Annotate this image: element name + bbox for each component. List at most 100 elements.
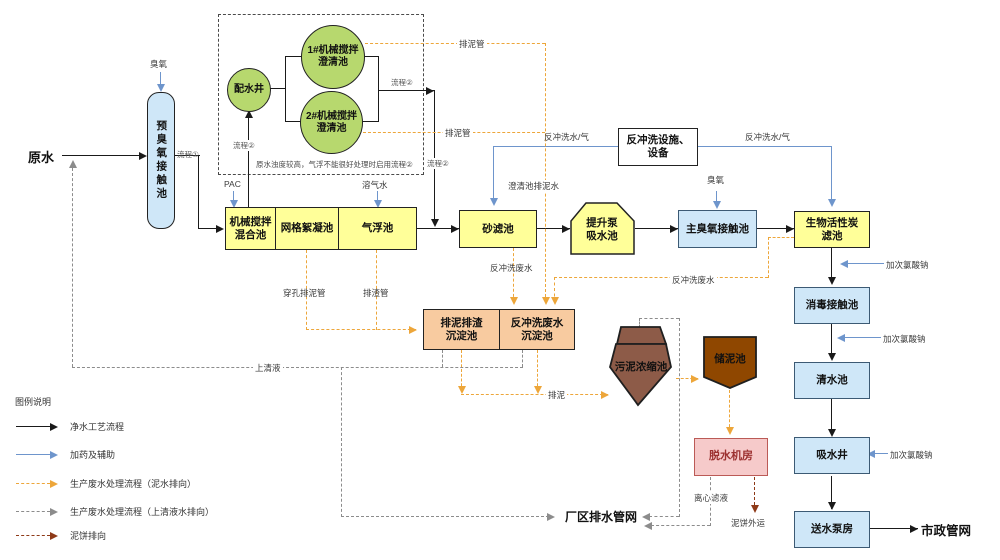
connector [729, 390, 730, 432]
connector [513, 248, 514, 302]
clarifier-1: 1#机械搅拌澄清池 [301, 25, 365, 89]
connector [198, 228, 220, 229]
connector [831, 248, 832, 283]
arrowhead [374, 200, 382, 208]
connector [378, 56, 379, 122]
connector [874, 453, 888, 454]
connector [537, 228, 570, 229]
backwash-facility: 反冲洗设施、设备 [618, 128, 698, 166]
arrowhead [828, 353, 836, 361]
connector [831, 476, 832, 509]
arrowhead [426, 87, 434, 95]
legend-item-chemical: 加药及辅助 [16, 448, 115, 461]
connector [768, 237, 769, 278]
connector [537, 350, 538, 391]
connector [844, 337, 881, 338]
mud-pipe-label-2: 排泥管 [443, 127, 473, 139]
arrowhead [490, 198, 498, 206]
dewatering-room: 脱水机房 [694, 438, 768, 476]
connector [554, 277, 555, 302]
connector [768, 237, 794, 238]
arrowhead [216, 225, 224, 233]
connector [341, 367, 342, 517]
lift-pump-label-box: 提升泵吸水池 [586, 217, 618, 242]
main-ozone-contact-tank: 主臭氧接触池 [678, 210, 757, 248]
backwash-wastewater-sedimentation-tank: 反冲洗废水沉淀池 [499, 309, 575, 350]
mechanical-mixing-tank: 机械搅拌混合池 [225, 207, 276, 250]
connector [174, 155, 200, 156]
flow2-branch-label: 流程② [231, 140, 257, 151]
connector [341, 516, 549, 517]
legend-line [16, 483, 50, 484]
water-pump-house: 送水泵房 [794, 511, 870, 548]
arrowhead [547, 513, 555, 521]
arrowhead [50, 422, 58, 431]
raw-water-label: 原水 [28, 150, 55, 165]
connector [847, 263, 884, 264]
arrowhead [50, 479, 58, 488]
arrowhead [534, 386, 542, 394]
legend-item-clean-water: 净水工艺流程 [16, 420, 124, 433]
arrowhead [230, 200, 238, 208]
perforated-mud-pipe-label: 穿孔排泥管 [283, 288, 326, 298]
arrowhead [828, 199, 836, 207]
lift-pump-suction-tank [570, 202, 635, 255]
sludge-slag-sedimentation-tank: 排泥排渣沉淀池 [423, 309, 500, 350]
legend-item-mud-water: 生产废水处理流程（泥水排向） [16, 477, 196, 490]
connector [870, 528, 918, 529]
connector [248, 112, 249, 208]
connector [306, 329, 416, 330]
legend-item-mud-cake: 泥饼排向 [16, 529, 106, 542]
ozone-label-main: 臭氧 [707, 175, 725, 185]
connector [270, 88, 286, 89]
connector [442, 350, 443, 367]
connector [72, 367, 523, 368]
sludge-storage-tank [703, 336, 757, 389]
flow2-exit-label: 流程② [391, 78, 413, 87]
arrowhead [828, 277, 836, 285]
sludge-thickener [609, 326, 672, 407]
arrowhead [50, 450, 58, 459]
backwash-wastewater-label-1: 反冲洗废水 [490, 263, 533, 273]
arrowhead [910, 525, 918, 533]
clear-water-tank: 清水池 [794, 362, 870, 399]
municipal-network-label: 市政管网 [921, 524, 972, 538]
arrowhead [691, 375, 699, 383]
connector [493, 146, 618, 147]
supernatant-label: 上清液 [253, 362, 283, 374]
naclo-label-1: 加次氯酸钠 [886, 260, 929, 270]
backwash-wastewater-label-2: 反冲洗废水 [670, 274, 717, 286]
connector [233, 191, 234, 204]
arrowhead [601, 391, 609, 399]
legend-line [16, 511, 50, 512]
arrowhead [840, 260, 848, 268]
arrowhead [828, 502, 836, 510]
connector [639, 318, 640, 328]
air-flotation-tank: 气浮池 [338, 207, 417, 250]
disinfection-contact-tank: 消毒接触池 [794, 287, 870, 324]
connector [461, 350, 462, 391]
arrowhead [157, 84, 165, 92]
flow1-label: 流程① [177, 150, 199, 159]
connector [554, 277, 768, 278]
plant-drainage-label: 厂区排水管网 [565, 510, 638, 524]
flow2-vertical-label: 流程② [425, 158, 451, 169]
arrowhead [837, 334, 845, 342]
mud-discharge-label: 排泥 [546, 389, 568, 401]
connector [522, 350, 523, 367]
connector [377, 191, 378, 204]
clarifier-2: 2#机械搅拌澄清池 [300, 91, 363, 154]
legend-title: 图例说明 [15, 397, 52, 407]
mud-pipe-label-1: 排泥管 [457, 38, 487, 50]
arrowhead [431, 219, 439, 227]
arrowhead [867, 450, 875, 458]
arrowhead [670, 225, 678, 233]
dissolved-air-label: 溶气水 [362, 180, 388, 190]
arrowhead [50, 507, 58, 516]
connector [676, 378, 698, 379]
arrowhead [50, 531, 58, 540]
connector [716, 191, 717, 205]
pre-ozone-label: 预臭氧接触池 [155, 120, 168, 201]
naclo-label-2: 加次氯酸钠 [883, 334, 926, 344]
